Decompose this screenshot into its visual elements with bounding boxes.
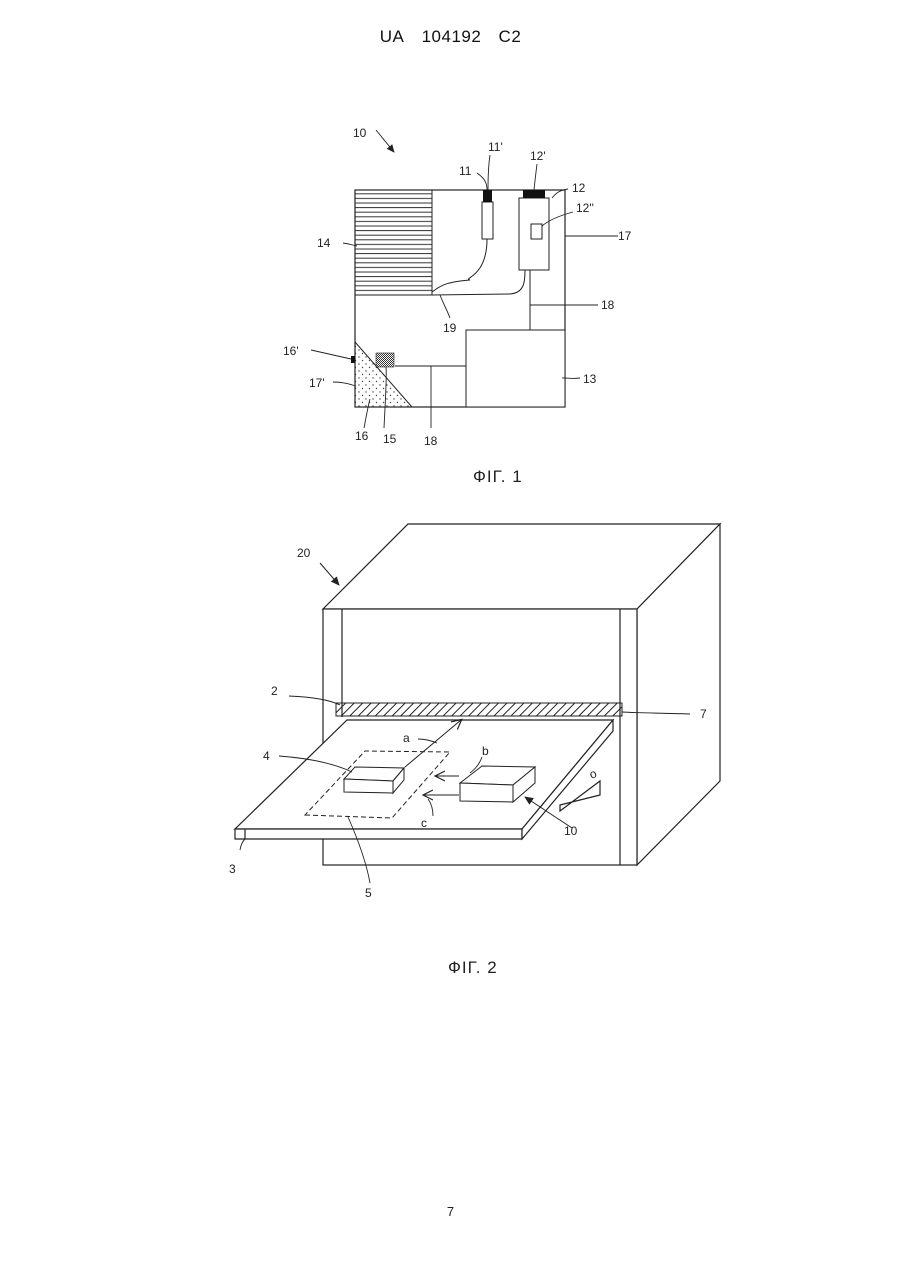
label-11: 11 bbox=[459, 164, 472, 178]
label-12p: 12' bbox=[530, 149, 546, 163]
component-12p-cap bbox=[523, 190, 545, 198]
figure-1-caption: ФІГ. 1 bbox=[473, 467, 523, 486]
label-16p: 16' bbox=[283, 344, 299, 358]
patent-header: UA 104192 C2 bbox=[0, 27, 901, 47]
component-16p-marker bbox=[351, 356, 355, 363]
label-13: 13 bbox=[583, 372, 597, 386]
page-number: 7 bbox=[0, 1204, 901, 1219]
component-12pp-window bbox=[531, 224, 542, 239]
hatched-bar-2 bbox=[336, 703, 622, 716]
label-2: 2 bbox=[271, 684, 278, 698]
patent-kind-code: C2 bbox=[499, 27, 522, 47]
label-b: b bbox=[482, 744, 489, 758]
component-11-sensor bbox=[482, 202, 493, 239]
figure-2: 20 2 7 a b 4 o c 10 3 5 ФІГ. 2 bbox=[0, 505, 901, 985]
label-12: 12 bbox=[572, 181, 586, 195]
label-15: 15 bbox=[383, 432, 397, 446]
label-a: a bbox=[403, 731, 410, 745]
label-17: 17 bbox=[618, 229, 632, 243]
label-4: 4 bbox=[263, 749, 270, 763]
label-17p: 17' bbox=[309, 376, 325, 390]
label-20: 20 bbox=[297, 546, 311, 560]
figure-1-drawing: 10 11' 12' 11 12 12'' 17 14 18 19 16' 13… bbox=[0, 110, 901, 490]
label-18-bottom: 18 bbox=[424, 434, 438, 448]
component-15-dense-block bbox=[376, 353, 394, 367]
patent-country-code: UA bbox=[380, 27, 405, 47]
component-11p-cap bbox=[483, 190, 492, 202]
label-5: 5 bbox=[365, 886, 372, 900]
label-11p: 11' bbox=[488, 140, 503, 154]
object-4 bbox=[344, 767, 404, 793]
figure-1: 10 11' 12' 11 12 12'' 17 14 18 19 16' 13… bbox=[0, 110, 901, 490]
label-18-top: 18 bbox=[601, 298, 615, 312]
component-13-block bbox=[466, 330, 565, 407]
label-10-fig2: 10 bbox=[564, 824, 578, 838]
label-19: 19 bbox=[443, 321, 457, 335]
label-3: 3 bbox=[229, 862, 236, 876]
label-12pp: 12'' bbox=[576, 201, 594, 215]
patent-number: 104192 bbox=[422, 27, 482, 47]
label-14: 14 bbox=[317, 236, 331, 250]
figure-2-caption: ФІГ. 2 bbox=[448, 958, 498, 977]
wire-19 bbox=[432, 239, 525, 295]
label-7: 7 bbox=[700, 707, 707, 721]
label-16: 16 bbox=[355, 429, 369, 443]
label-c: c bbox=[421, 816, 427, 830]
figure-2-drawing: 20 2 7 a b 4 o c 10 3 5 ФІГ. 2 bbox=[0, 505, 901, 985]
label-10: 10 bbox=[353, 126, 367, 140]
component-14-block bbox=[355, 190, 432, 295]
component-17p-dotted-region bbox=[355, 342, 412, 407]
